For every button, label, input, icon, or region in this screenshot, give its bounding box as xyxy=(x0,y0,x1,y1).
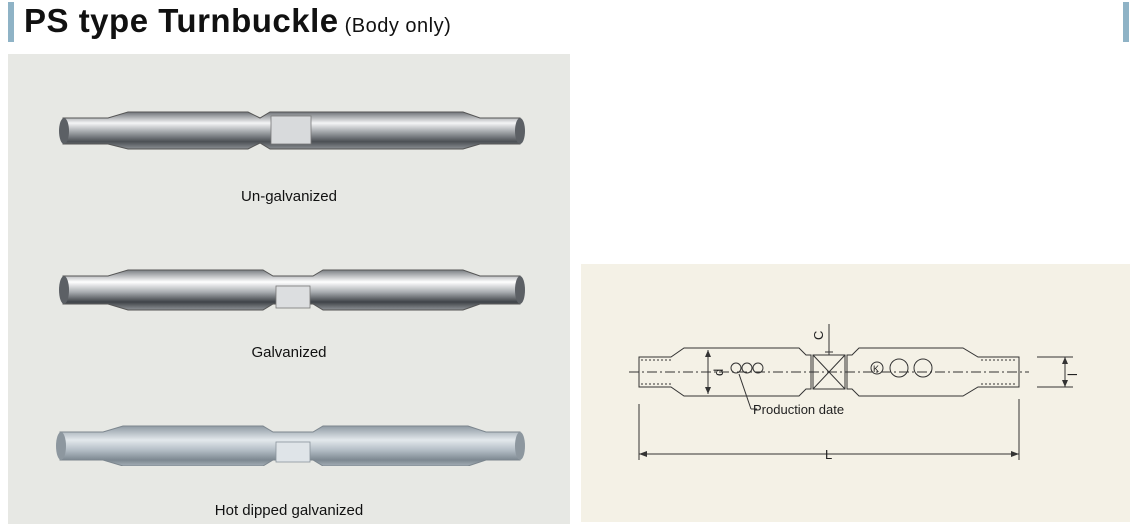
technical-drawing-panel: Production date L d C l K xyxy=(581,264,1130,522)
caption-ungalvanized: Un-galvanized xyxy=(241,188,337,205)
title-subtitle: (Body only) xyxy=(344,15,452,37)
label-diameter: d xyxy=(711,369,726,376)
label-production-date: Production date xyxy=(753,402,844,417)
title-main: PS type Turnbuckle xyxy=(24,2,339,39)
label-l: l xyxy=(1065,373,1080,376)
turnbuckle-hot-dipped-image xyxy=(56,425,525,466)
label-c: C xyxy=(811,331,826,340)
turnbuckle-galvanized-image xyxy=(59,269,525,311)
turnbuckle-drawing: Production date L d C l K xyxy=(629,324,1080,462)
product-photo-panel: Un-galvanized Galvanized xyxy=(8,54,570,524)
caption-galvanized: Galvanized xyxy=(251,344,327,361)
turnbuckle-ungalvanized-image xyxy=(59,111,525,150)
label-length: L xyxy=(825,447,832,462)
title-bar: PS type Turnbuckle(Body only) xyxy=(8,0,1129,44)
drawing-body-outline-right xyxy=(846,347,1020,397)
label-k: K xyxy=(873,364,879,374)
title-accent-left xyxy=(8,2,14,42)
title-accent-right xyxy=(1123,2,1129,42)
drawing-body-outline xyxy=(638,347,812,397)
page-title: PS type Turnbuckle(Body only) xyxy=(24,2,451,40)
caption-hot-dipped: Hot dipped galvanized xyxy=(214,502,364,519)
